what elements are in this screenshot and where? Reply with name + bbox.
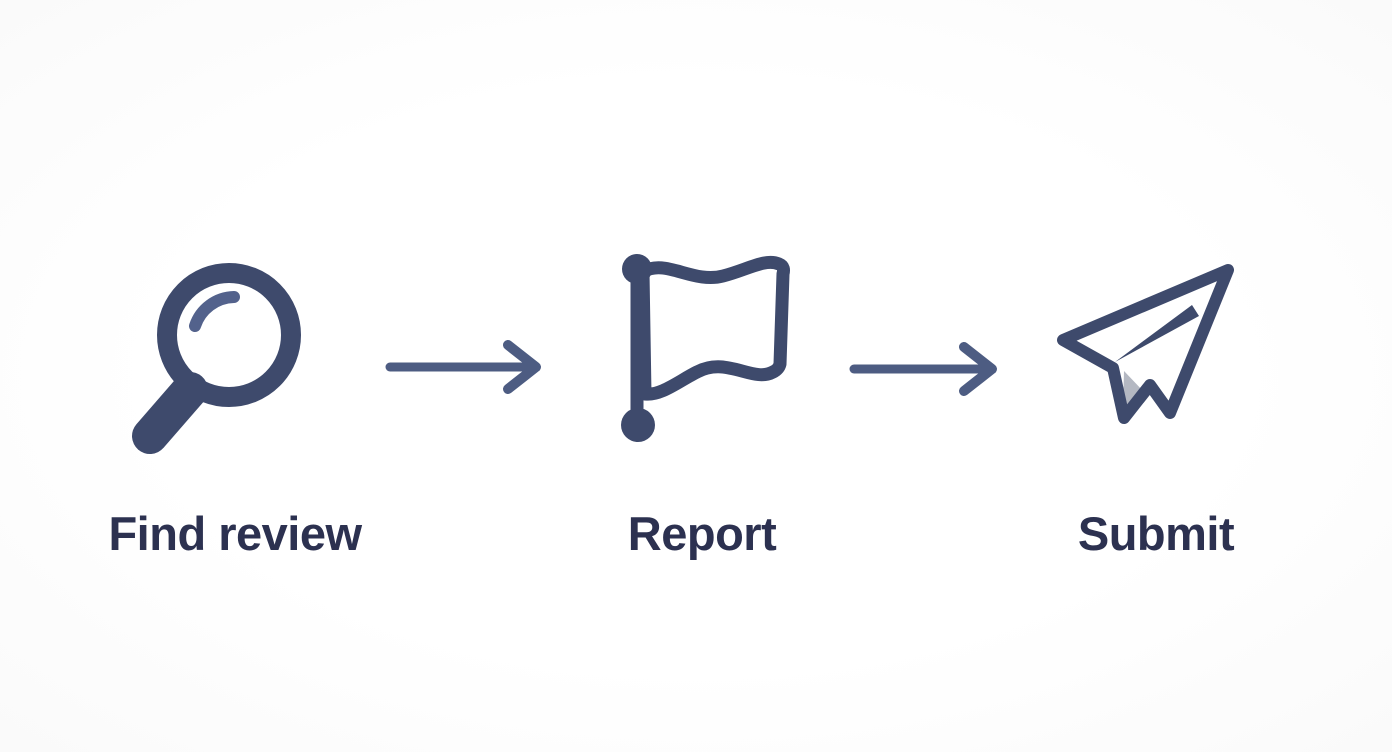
flag-icon [621,254,790,442]
search-icon [132,263,301,454]
step-label-report: Report [627,507,777,560]
arrow-right-icon [385,340,541,394]
arrow-right-icon [849,342,997,396]
paper-plane-icon [1057,264,1234,424]
step-label-find-review: Find review [108,507,362,560]
step-label-submit: Submit [1077,507,1235,560]
